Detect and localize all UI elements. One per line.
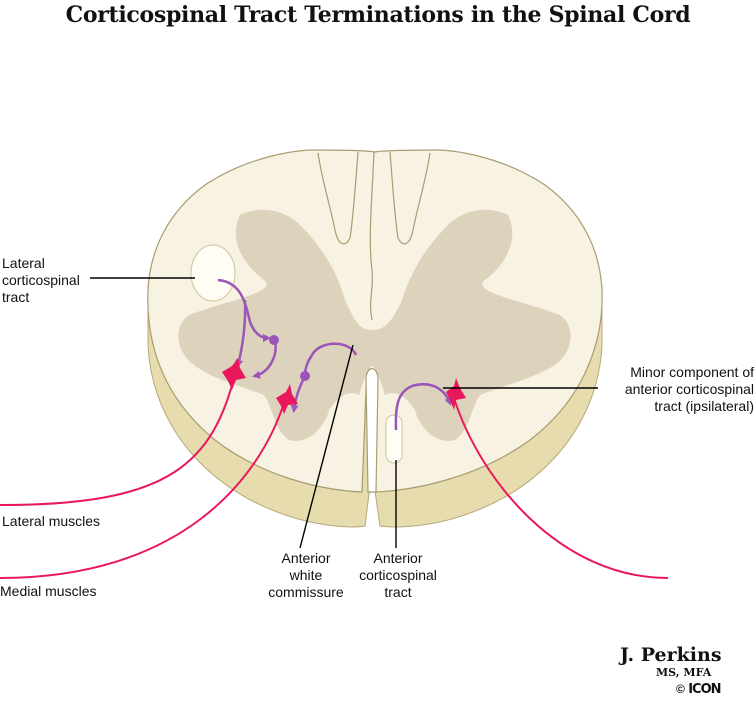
- anterior-median-fissure: [365, 368, 379, 493]
- motor-neuron-ipsilateral: [446, 378, 466, 410]
- icon-logo: ICON: [688, 682, 721, 697]
- label-medial-muscles: Medial muscles: [0, 583, 97, 599]
- label-minor-component: Minor component of anterior corticospina…: [624, 364, 754, 414]
- interneuron-medial: [300, 371, 310, 381]
- gray-matter: [178, 209, 571, 441]
- posterior-column-left: [317, 151, 359, 245]
- artist-signature: J. Perkins: [620, 644, 722, 666]
- upper-motor-neuron-fibers: [217, 278, 452, 431]
- label-anterior-white-commissure: Anterior white commissure: [268, 550, 344, 600]
- posterior-column-right: [389, 151, 431, 245]
- lower-motor-neurons: [222, 358, 466, 414]
- motor-neuron-lateral: [222, 358, 246, 390]
- interneuron-lateral: [269, 335, 279, 345]
- motor-neuron-medial: [276, 384, 298, 414]
- artist-degrees: MS, MFA: [656, 666, 712, 679]
- diagram-title: Corticospinal Tract Terminations in the …: [65, 2, 691, 28]
- anterior-corticospinal-tract: [385, 414, 403, 464]
- label-anterior-corticospinal-tract: Anterior corticospinal tract: [359, 550, 437, 600]
- posterior-median-septum: [369, 151, 375, 321]
- lower-motor-neuron-axons: [0, 377, 669, 579]
- label-lateral-muscles: Lateral muscles: [2, 513, 101, 529]
- label-lateral-corticospinal-tract: Lateral corticospinal tract: [2, 255, 80, 305]
- copyright-logo: © ICON: [676, 682, 722, 697]
- lateral-corticospinal-tract: [190, 244, 236, 302]
- leader-lines: [90, 277, 598, 549]
